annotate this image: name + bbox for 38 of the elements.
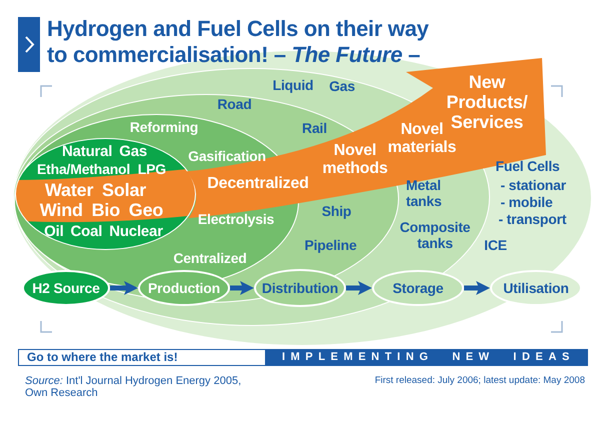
arrow-label: Novel methods xyxy=(322,142,388,178)
zone-label: Gasification xyxy=(188,149,266,165)
zone-label: Road xyxy=(217,96,252,112)
arrow xyxy=(464,281,490,295)
stage-label: Storage xyxy=(392,280,444,296)
zone-label: Electrolysis xyxy=(198,212,274,228)
zone-label: - mobile xyxy=(500,194,553,210)
zone-label: Decentralized xyxy=(207,175,309,193)
zone-label: Fuel Cells xyxy=(496,158,560,174)
zone-label: ICE xyxy=(484,238,507,254)
zone-label: Pipeline xyxy=(304,238,357,254)
zone-label: Wind Bio Geo xyxy=(40,200,164,220)
zone-label: Oil Coal Nuclear xyxy=(44,224,163,240)
title: Hydrogen and Fuel Cells on their way to commercialisation! – The Future – xyxy=(47,16,430,68)
zone-label: Metal tanks xyxy=(406,178,442,210)
stage-label: H2 Source xyxy=(32,280,100,296)
zone-label: - transport xyxy=(498,212,566,228)
arrow xyxy=(230,281,254,295)
zone-label: Rail xyxy=(302,120,327,136)
zone-label: Etha/Methanol LPG xyxy=(37,162,166,178)
source-note: Source: Int'l Journal Hydrogen Energy 2005, Own Research xyxy=(25,375,242,399)
stage-label: Distribution xyxy=(262,280,338,296)
stage-label: Production xyxy=(148,280,220,296)
tagline-text: IMPLEMENTING NEW IDEAS xyxy=(282,350,575,365)
zone-label: - stationar xyxy=(500,178,566,194)
zone-label: Reforming xyxy=(130,120,198,136)
zone-label: Gas xyxy=(329,79,355,95)
zone-label: Water Solar xyxy=(44,180,146,200)
zone-label: Liquid xyxy=(272,78,314,94)
release-note: First released: July 2006; latest update: May 2008 xyxy=(374,375,585,386)
zone-label: Centralized xyxy=(173,251,247,267)
arrow xyxy=(346,281,372,295)
zone-label: Ship xyxy=(322,204,352,220)
zone-label: Natural Gas xyxy=(62,144,147,160)
arrow xyxy=(110,281,138,295)
zone-label: Composite tanks xyxy=(400,220,470,252)
slogan-text: Go to where the market is! xyxy=(19,350,265,365)
stage-label: Utilisation xyxy=(503,280,569,296)
